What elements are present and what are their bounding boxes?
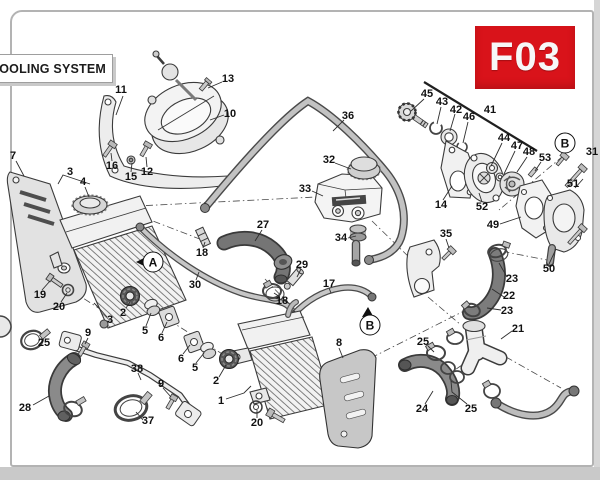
hose-bottom-right <box>481 379 580 420</box>
impeller-48 <box>499 171 525 197</box>
sheet-title: COOLING SYSTEM <box>0 61 107 76</box>
water-pump-group <box>397 81 588 267</box>
spacer-5b <box>200 341 217 360</box>
arrow-to-hose-B <box>362 307 373 317</box>
tank-outlet-fitting <box>349 224 367 242</box>
elbow-27-group <box>194 226 304 302</box>
sheet-code: F03 <box>489 35 561 79</box>
sheet-code-badge: F03 <box>475 26 575 89</box>
mounting-grommets <box>120 286 239 369</box>
elbow-22-group <box>460 240 512 321</box>
sheet-title-box: COOLING SYSTEM <box>0 54 114 83</box>
grommet-2b <box>219 349 239 369</box>
radiator-lower <box>227 299 333 424</box>
plate-6a <box>158 305 180 329</box>
pump-shaft-45 <box>397 102 429 129</box>
leader-lines <box>15 81 584 421</box>
crossbar-bracket-38 <box>58 330 202 427</box>
elbow-24-group <box>398 341 465 406</box>
page-edge-right <box>594 0 600 480</box>
hose-clamp-37 <box>113 390 153 422</box>
radiator-guard-left <box>6 171 87 313</box>
elbow-28-group <box>0 315 87 422</box>
hose-17 <box>288 284 377 320</box>
spacer-5a <box>144 298 161 317</box>
tank-bracket <box>406 239 457 298</box>
page-edge-bottom <box>0 467 600 480</box>
thermostat-assembly <box>98 50 230 189</box>
hose-long-36 <box>200 96 408 265</box>
y-fitting-21 <box>445 319 508 376</box>
expansion-tank-group <box>314 156 383 267</box>
grommet-2a <box>120 286 140 306</box>
diagram-border-frame <box>10 10 594 467</box>
plate-6b <box>183 330 205 354</box>
radiator-guard-lower <box>319 349 377 449</box>
bolt-washer-19-20 <box>45 272 75 297</box>
